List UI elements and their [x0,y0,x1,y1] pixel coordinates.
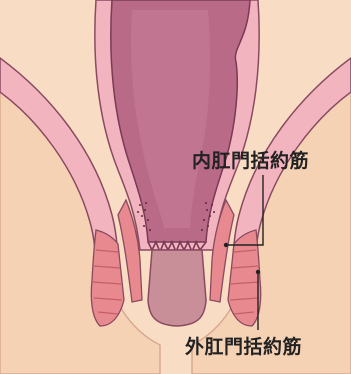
internal-sphincter-label: 内肛門括約筋 [192,146,309,173]
external-sphincter-label: 外肛門括約筋 [185,332,302,359]
anal-canal [148,250,206,326]
internal-sphincter-pointer-dot [224,243,228,247]
external-sphincter-pointer-dot [256,270,260,274]
